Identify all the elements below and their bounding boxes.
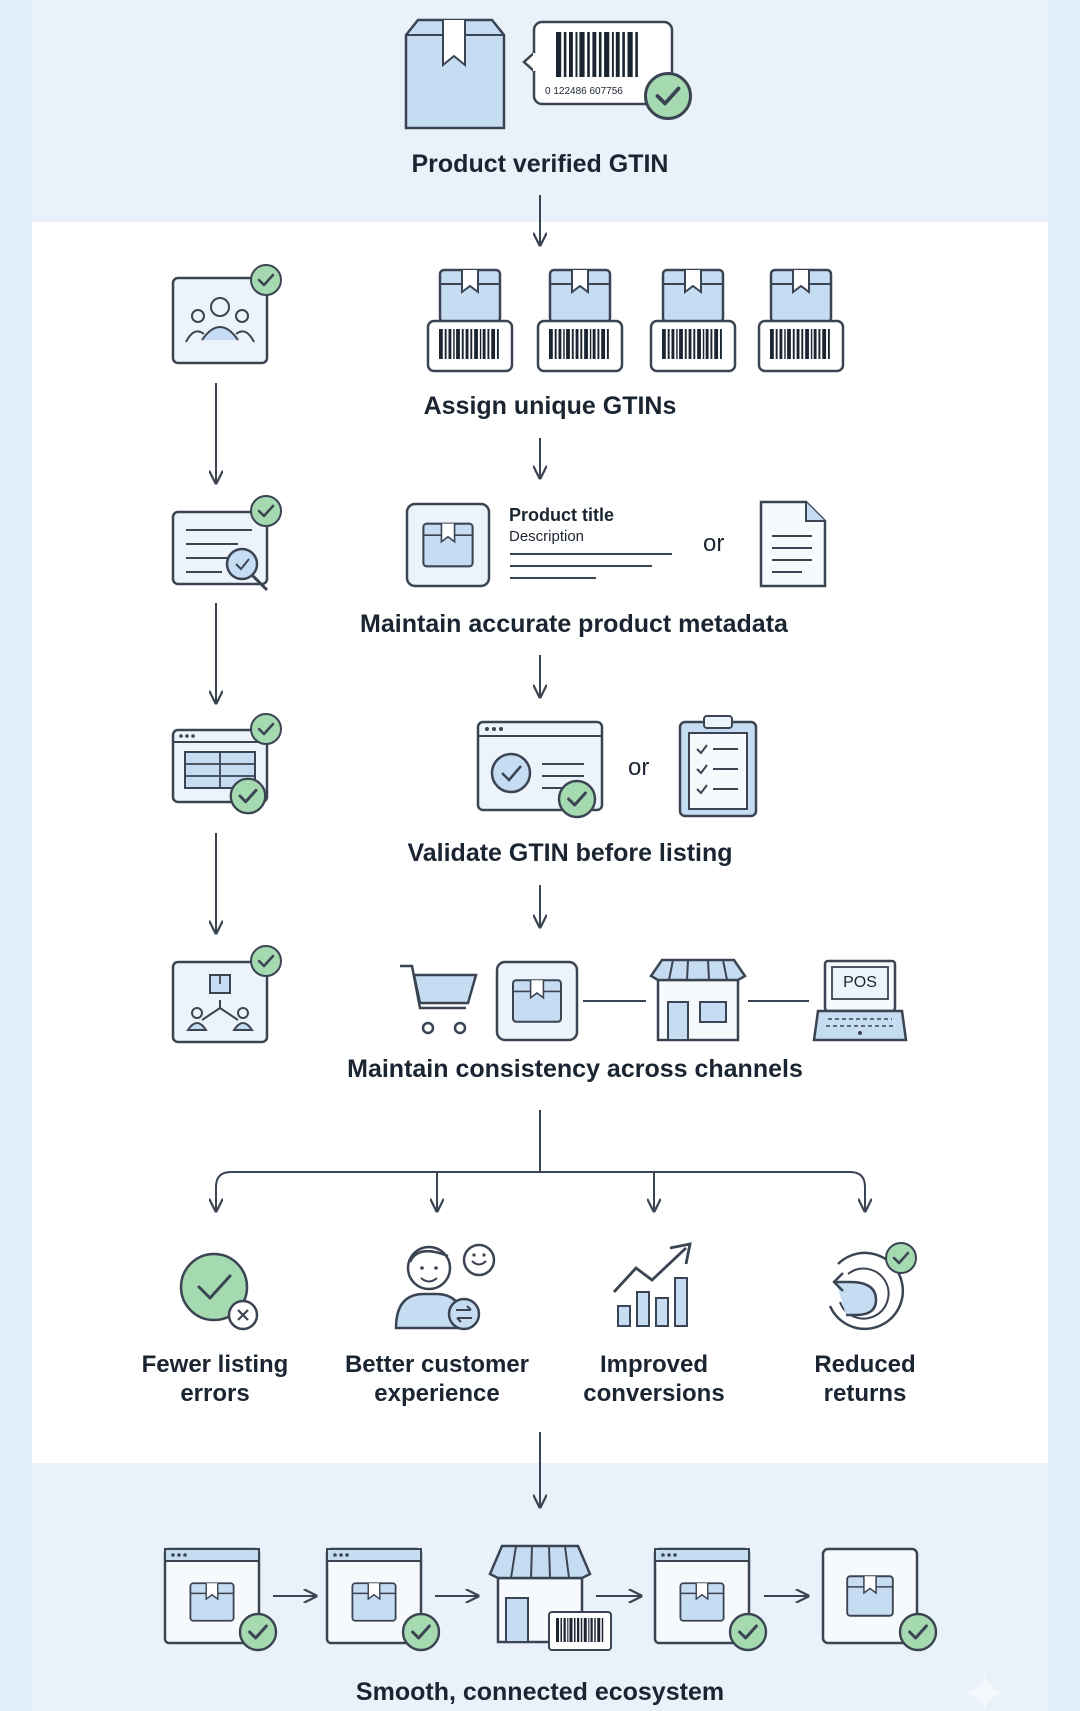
step-metadata-label: Maintain accurate product metadata xyxy=(360,610,788,638)
gtin-products-row xyxy=(426,268,845,373)
check-icon xyxy=(249,944,283,978)
check-icon xyxy=(238,1612,278,1652)
check-icon xyxy=(249,712,283,746)
outcome-line1: Improved xyxy=(599,1351,709,1378)
or-label: or xyxy=(703,530,725,557)
step-ecosystem-label: Smooth, connected ecosystem xyxy=(355,1678,725,1706)
check-icon xyxy=(229,777,267,815)
product-box-icon xyxy=(404,18,506,130)
check-icon xyxy=(898,1612,938,1652)
outcome-line1: Reduced xyxy=(814,1351,916,1378)
check-icon xyxy=(884,1241,918,1275)
metadata-description-label: Description xyxy=(509,528,585,545)
return-cycle-icon xyxy=(828,1251,905,1331)
pos-terminal-icon xyxy=(812,959,908,1042)
distribution-network-icon xyxy=(171,960,269,1044)
shopping-cart-icon xyxy=(400,964,478,1035)
growth-chart-icon xyxy=(612,1242,692,1327)
team-icon xyxy=(171,276,269,365)
storefront-barcode-icon xyxy=(488,1544,612,1651)
barcode-label-icon: 0 122486 607756 xyxy=(522,20,674,106)
or-label: or xyxy=(628,754,650,781)
metadata-title-label: Product title xyxy=(509,505,615,525)
check-icon xyxy=(728,1612,768,1652)
outcome-line2: experience xyxy=(374,1380,500,1407)
outcome-line2: errors xyxy=(180,1380,250,1407)
clipboard-checklist-icon xyxy=(678,715,758,818)
check-icon xyxy=(249,263,283,297)
svg-text:0 122486 607756: 0 122486 607756 xyxy=(545,86,623,97)
happy-customer-icon xyxy=(394,1243,496,1331)
step-assign-label: Assign unique GTINs xyxy=(423,392,677,420)
channel-product-icon xyxy=(495,960,579,1042)
product-card-icon xyxy=(821,1547,919,1645)
check-icon xyxy=(249,494,283,528)
outcome-line1: Better customer xyxy=(344,1351,530,1378)
outcome-returns: Reduced returns xyxy=(765,1350,965,1408)
outcome-line1: Fewer listing xyxy=(141,1351,289,1378)
check-error-icon xyxy=(179,1252,259,1331)
pos-label: POS xyxy=(843,974,877,991)
outcome-fewer-errors: Fewer listing errors xyxy=(115,1350,315,1408)
outcome-conversions: Improved conversions xyxy=(554,1350,754,1408)
check-icon xyxy=(557,779,597,819)
step-verified-label: Product verified GTIN xyxy=(411,150,669,178)
outcome-line2: conversions xyxy=(583,1380,725,1407)
document-icon xyxy=(759,500,827,588)
outcome-line2: returns xyxy=(823,1380,907,1407)
storefront-icon xyxy=(649,958,747,1042)
step-consistency-label: Maintain consistency across channels xyxy=(347,1055,803,1083)
document-search-icon xyxy=(171,510,269,592)
step-validate-label: Validate GTIN before listing xyxy=(407,839,733,867)
check-icon xyxy=(401,1612,441,1652)
product-card-icon xyxy=(405,502,672,588)
sparkle-icon xyxy=(964,1672,1006,1711)
verified-check-icon xyxy=(643,71,693,121)
outcome-customer-experience: Better customer experience xyxy=(337,1350,537,1408)
